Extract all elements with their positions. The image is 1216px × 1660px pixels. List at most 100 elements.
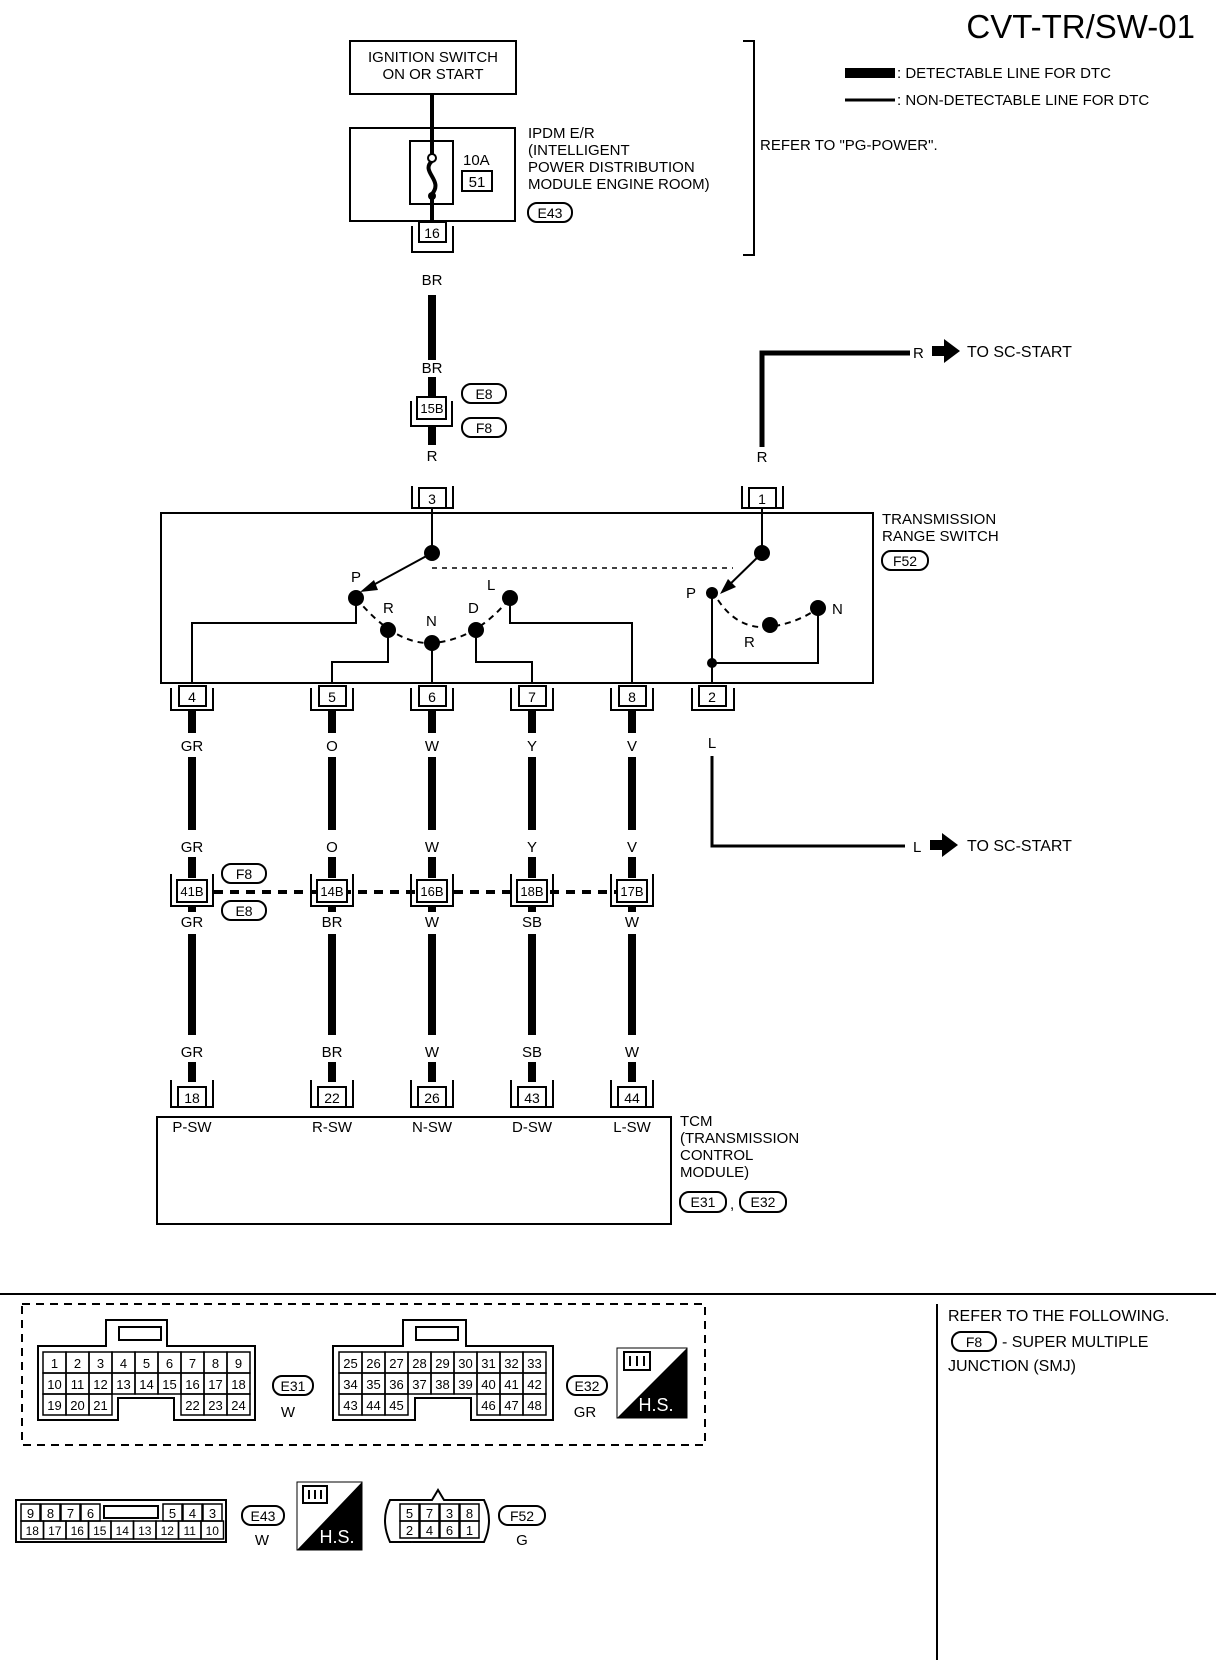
smj-top-conn-lower: F8 <box>476 420 493 436</box>
connector-pin-number: 1 <box>466 1523 473 1538</box>
connector-pin-number: 13 <box>116 1377 130 1392</box>
fuse-number: 51 <box>469 174 486 191</box>
connector-pin-number: 13 <box>138 1524 152 1538</box>
wire-color-br-upper: BR <box>422 272 443 289</box>
hs-label-1: H.S. <box>638 1395 673 1415</box>
connector-pin-number: 6 <box>166 1356 173 1371</box>
connector-pin-number: 15 <box>162 1377 176 1392</box>
wire-color-l-arrow: L <box>913 839 921 856</box>
e43-color: W <box>255 1532 270 1549</box>
tcm-connector-group <box>21 1303 706 1446</box>
diagram-title: CVT-TR/SW-01 <box>966 8 1195 45</box>
smj-terminal-15b: 15B <box>420 401 443 416</box>
connector-pin-number: 48 <box>527 1398 541 1413</box>
connector-pin-number: 9 <box>235 1356 242 1371</box>
tcm-pin: 18 <box>184 1090 200 1106</box>
tcm-label-2: (TRANSMISSION <box>680 1130 799 1147</box>
connector-pin-number: 8 <box>466 1506 473 1521</box>
connector-pin-number: 35 <box>366 1377 380 1392</box>
wire-color-bottom: W <box>425 1044 440 1061</box>
tcm-signal-label: P-SW <box>172 1119 212 1136</box>
connector-pin-number: 45 <box>389 1398 403 1413</box>
ignition-switch-line1: IGNITION SWITCH <box>368 49 498 66</box>
connector-pin-number: 26 <box>366 1356 380 1371</box>
footnote-title: REFER TO THE FOLLOWING. <box>948 1308 1169 1325</box>
wire-color-l: L <box>708 735 716 752</box>
pos-d-left: D <box>468 600 479 617</box>
connector-pin-number: 33 <box>527 1356 541 1371</box>
connector-pin-number: 16 <box>185 1377 199 1392</box>
connector-pin-number: 43 <box>343 1398 357 1413</box>
fuse-symbol <box>426 94 438 221</box>
wire-color-smj-upper: W <box>425 839 440 856</box>
tcm-pin: 43 <box>524 1090 540 1106</box>
connector-pin-number: 37 <box>412 1377 426 1392</box>
connector-pin-number: 7 <box>67 1506 74 1521</box>
smj-top-conn-upper: E8 <box>475 386 492 402</box>
connector-cavity <box>200 1520 225 1540</box>
connector-cavity <box>419 1520 440 1539</box>
connector-pin-number: 34 <box>343 1377 357 1392</box>
footnote-desc: - SUPER MULTIPLE <box>1002 1334 1148 1351</box>
transmission-range-switch: TRANSMISSION RANGE SWITCH F52 3 1 P R N … <box>160 486 999 711</box>
connector-pin-number: 28 <box>412 1356 426 1371</box>
tcm-pin: 26 <box>424 1090 440 1106</box>
connector-pin-number: 16 <box>71 1524 85 1538</box>
smj-terminal: 17B <box>620 884 643 899</box>
connector-pin-number: 36 <box>389 1377 403 1392</box>
wire-color-r-right: R <box>757 449 768 466</box>
connector-cavity <box>88 1393 113 1416</box>
range-switch-terminal-4: 4 <box>188 689 196 705</box>
wire-color-r-left: R <box>427 448 438 465</box>
ipdm-module: 10A 51 IPDM E/R (INTELLIGENT POWER DISTR… <box>349 94 710 253</box>
tcm-label-3: CONTROL <box>680 1147 753 1164</box>
power-bracket <box>743 40 755 256</box>
arrow-right-icon <box>930 833 958 857</box>
ignition-switch: IGNITION SWITCH ON OR START <box>349 40 517 95</box>
connector-pin-number: 5 <box>143 1356 150 1371</box>
connector-cavity <box>439 1520 460 1539</box>
connector-pin-number: 40 <box>481 1377 495 1392</box>
pos-r-left: R <box>383 600 394 617</box>
range-switch-terminal-1: 1 <box>758 491 766 507</box>
pos-n-right: N <box>832 601 843 618</box>
wire-color-top: V <box>627 738 637 755</box>
connector-pin-number: 42 <box>527 1377 541 1392</box>
range-switch-bottom-terminals: 4 5 6 7 8 2 <box>170 685 735 711</box>
wire-color-smj-upper: Y <box>527 839 537 856</box>
connector-pin-number: 47 <box>504 1398 518 1413</box>
f52-id: F52 <box>510 1508 534 1524</box>
ipdm-label-2: (INTELLIGENT <box>528 142 630 159</box>
legend-detectable-label: : DETECTABLE LINE FOR DTC <box>897 65 1111 82</box>
range-switch-terminal-2: 2 <box>708 689 716 705</box>
wire-color-top: O <box>326 738 338 755</box>
connector-pin-number: 41 <box>504 1377 518 1392</box>
connector-pin-number: 6 <box>87 1506 94 1521</box>
connector-pin-number: 18 <box>231 1377 245 1392</box>
wire-color-top: W <box>425 738 440 755</box>
connector-lock <box>103 1505 159 1519</box>
connector-pin-number: 12 <box>161 1524 175 1538</box>
connector-pin-number: 2 <box>74 1356 81 1371</box>
wire-color-smj-lower: SB <box>522 914 542 931</box>
ipdm-label-1: IPDM E/R <box>528 125 595 142</box>
ipdm-terminal-box <box>418 221 447 243</box>
ipdm-label-4: MODULE ENGINE ROOM) <box>528 176 710 193</box>
connector-pin-number: 23 <box>208 1398 222 1413</box>
connector-pin-number: 5 <box>406 1506 413 1521</box>
connector-pin-number: 17 <box>48 1524 62 1538</box>
ipdm-connector-id: E43 <box>538 205 563 221</box>
connector-pin-number: 19 <box>47 1398 61 1413</box>
range-switch-label-2: RANGE SWITCH <box>882 528 999 545</box>
connector-pin-number: 5 <box>169 1506 176 1521</box>
footnote-conn: F8 <box>966 1334 983 1350</box>
tcm-signal-label: R-SW <box>312 1119 353 1136</box>
e43-id: E43 <box>251 1508 276 1524</box>
ipdm-terminal: 16 <box>424 225 440 241</box>
connector-pin-number: 39 <box>458 1377 472 1392</box>
tcm-module: TCM (TRANSMISSION CONTROL MODULE) E31 , … <box>156 1113 799 1225</box>
